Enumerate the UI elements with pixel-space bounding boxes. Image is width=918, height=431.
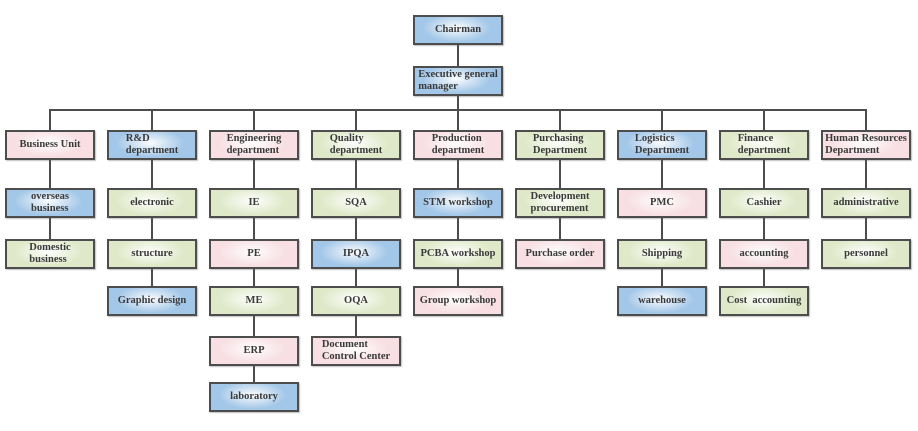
org-node-erp: ERP bbox=[209, 336, 299, 366]
org-node-logistics-department: Logistics Department bbox=[617, 130, 707, 160]
connector-line bbox=[151, 110, 153, 131]
org-node-stm-workshop: STM workshop bbox=[413, 188, 503, 218]
connector-line bbox=[661, 217, 663, 240]
org-node-ipqa: IPQA bbox=[311, 239, 401, 269]
org-node-finance-department: Finance department bbox=[719, 130, 809, 160]
org-node-ie: IE bbox=[209, 188, 299, 218]
org-node-laboratory: laboratory bbox=[209, 382, 299, 412]
org-node-warehouse: warehouse bbox=[617, 286, 707, 316]
org-node-purchase-order: Purchase order bbox=[515, 239, 605, 269]
org-node-shipping: Shipping bbox=[617, 239, 707, 269]
connector-line bbox=[661, 268, 663, 287]
connector-line bbox=[763, 217, 765, 240]
connector-line bbox=[457, 44, 459, 67]
connector-line bbox=[253, 110, 255, 131]
org-node-graphic-design: Graphic design bbox=[107, 286, 197, 316]
org-node-administrative: administrative bbox=[821, 188, 911, 218]
connector-line bbox=[355, 217, 357, 240]
connector-line bbox=[253, 315, 255, 337]
connector-line bbox=[457, 159, 459, 189]
connector-line bbox=[355, 268, 357, 287]
org-node-production-department: Production department bbox=[413, 130, 503, 160]
connector-line bbox=[457, 217, 459, 240]
connector-line bbox=[661, 159, 663, 189]
connector-line bbox=[49, 217, 51, 240]
connector-line bbox=[355, 159, 357, 189]
org-node-domestic-business: Domestic business bbox=[5, 239, 95, 269]
connector-line bbox=[763, 159, 765, 189]
connector-line bbox=[559, 110, 561, 131]
org-node-pe: PE bbox=[209, 239, 299, 269]
connector-line bbox=[457, 268, 459, 287]
connector-line bbox=[355, 110, 357, 131]
connector-line bbox=[457, 110, 459, 131]
org-node-personnel: personnel bbox=[821, 239, 911, 269]
org-node-group-workshop: Group workshop bbox=[413, 286, 503, 316]
org-node-oqa: OQA bbox=[311, 286, 401, 316]
org-node-chairman: Chairman bbox=[413, 15, 503, 45]
org-node-electronic: electronic bbox=[107, 188, 197, 218]
connector-line bbox=[49, 110, 51, 131]
connector-line bbox=[253, 217, 255, 240]
org-node-overseas-business: overseas business bbox=[5, 188, 95, 218]
org-node-engineering-department: Engineering department bbox=[209, 130, 299, 160]
connector-line bbox=[253, 268, 255, 287]
org-node-pcba-workshop: PCBA workshop bbox=[413, 239, 503, 269]
connector-line bbox=[49, 159, 51, 189]
connector-line bbox=[253, 365, 255, 383]
connector-line bbox=[151, 217, 153, 240]
connector-line bbox=[661, 110, 663, 131]
connector-line bbox=[151, 268, 153, 287]
connector-line bbox=[763, 268, 765, 287]
connector-line bbox=[355, 315, 357, 337]
org-node-pmc: PMC bbox=[617, 188, 707, 218]
org-node-r-d-department: R&D department bbox=[107, 130, 197, 160]
org-node-development-procurement: Development procurement bbox=[515, 188, 605, 218]
org-node-purchasing-department: Purchasing Department bbox=[515, 130, 605, 160]
connector-line bbox=[865, 159, 867, 189]
org-node-accounting: accounting bbox=[719, 239, 809, 269]
org-node-quality-department: Quality department bbox=[311, 130, 401, 160]
connector-line bbox=[559, 217, 561, 240]
org-node-executive-general-manager: Executive general manager bbox=[413, 66, 503, 96]
org-node-human-resources-department: Human Resources Department bbox=[821, 130, 911, 160]
connector-line bbox=[253, 159, 255, 189]
org-node-document-control-center: Document Control Center bbox=[311, 336, 401, 366]
org-node-structure: structure bbox=[107, 239, 197, 269]
connector-line bbox=[763, 110, 765, 131]
org-node-cashier: Cashier bbox=[719, 188, 809, 218]
org-node-business-unit: Business Unit bbox=[5, 130, 95, 160]
org-node-me: ME bbox=[209, 286, 299, 316]
connector-line bbox=[865, 217, 867, 240]
connector-line bbox=[865, 110, 867, 131]
org-node-cost-accounting: Cost accounting bbox=[719, 286, 809, 316]
connector-line bbox=[457, 95, 459, 110]
org-node-sqa: SQA bbox=[311, 188, 401, 218]
connector-line bbox=[559, 159, 561, 189]
connector-line bbox=[151, 159, 153, 189]
